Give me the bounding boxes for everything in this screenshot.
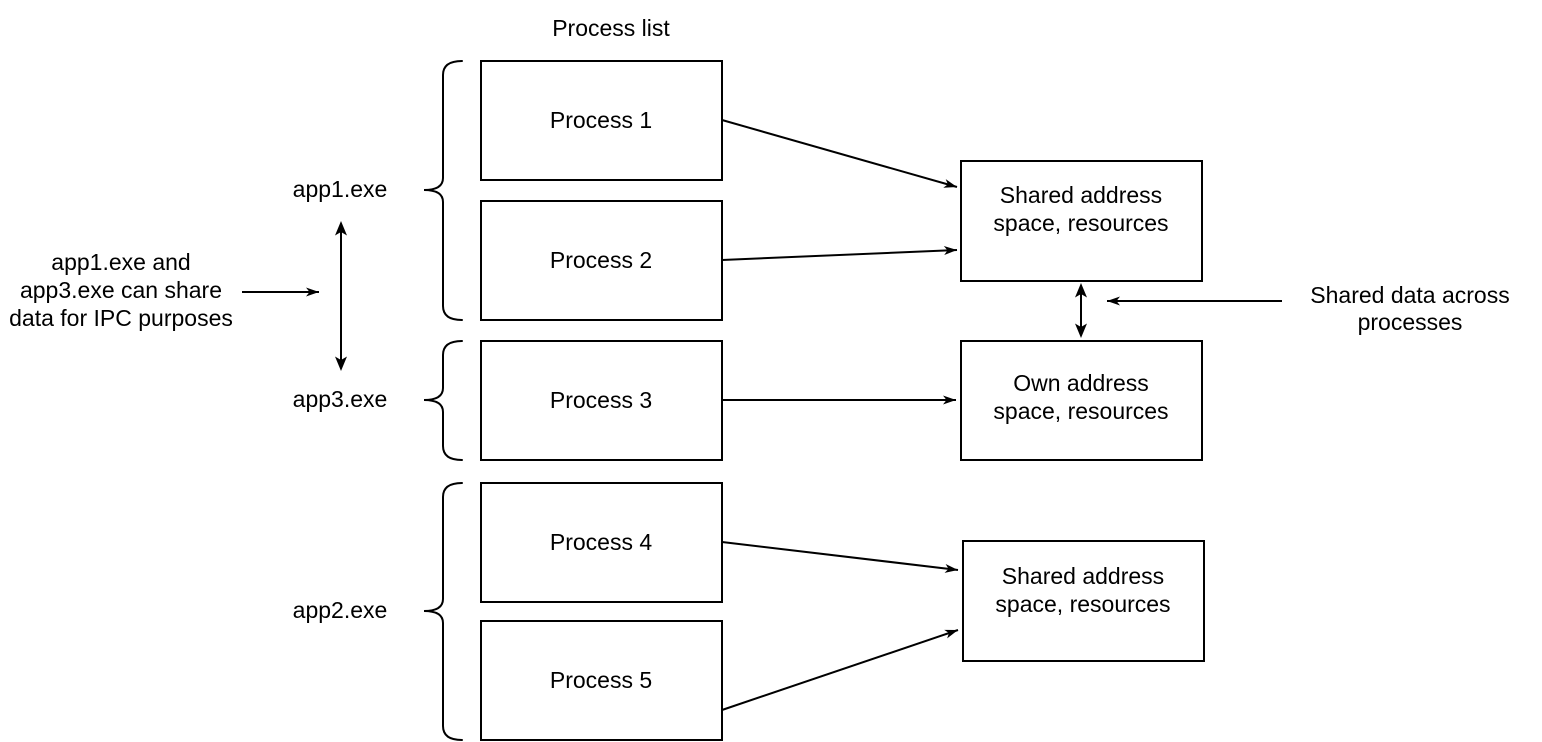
process-3-rect bbox=[480, 340, 723, 461]
process-box-4: Process 4 bbox=[480, 482, 723, 603]
shared-address-1-line2: space, resources bbox=[993, 210, 1168, 236]
shared-data-note: Shared data across processes bbox=[1310, 282, 1509, 335]
process-5-label: Process 5 bbox=[550, 667, 652, 693]
process-box-5: Process 5 bbox=[480, 620, 723, 741]
brace-app2 bbox=[423, 482, 463, 741]
own-address-rect bbox=[960, 340, 1203, 461]
process-box-3: Process 3 bbox=[480, 340, 723, 461]
ipc-note-line1: app1.exe and bbox=[51, 249, 190, 275]
ipc-note-line3: data for IPC purposes bbox=[9, 305, 233, 331]
process-5-rect bbox=[480, 620, 723, 741]
process-1-rect bbox=[480, 60, 723, 181]
process-2-rect bbox=[480, 200, 723, 321]
app1-label: app1.exe bbox=[293, 176, 388, 202]
shared-address-1-rect bbox=[960, 160, 1203, 282]
diagram-title: Process list bbox=[552, 15, 670, 41]
brace-app3 bbox=[423, 340, 463, 461]
own-address-box: Own address space, resources bbox=[960, 340, 1203, 461]
process-box-1: Process 1 bbox=[480, 60, 723, 181]
double-arrow-app1-app3 bbox=[335, 221, 347, 371]
own-address-line1: Own address bbox=[1013, 370, 1149, 396]
app2-label: app2.exe bbox=[293, 597, 388, 623]
process-3-label: Process 3 bbox=[550, 387, 652, 413]
shared-data-note-line2: processes bbox=[1358, 309, 1463, 335]
process-4-rect bbox=[480, 482, 723, 603]
process-box-2: Process 2 bbox=[480, 200, 723, 321]
shared-address-2-line2: space, resources bbox=[995, 591, 1170, 617]
app3-label: app3.exe bbox=[293, 386, 388, 412]
own-address-line2: space, resources bbox=[993, 398, 1168, 424]
arrow-process1-to-shared1 bbox=[721, 119, 958, 188]
double-arrow-shared1-own bbox=[1075, 283, 1087, 338]
arrow-process4-to-shared2 bbox=[721, 541, 959, 573]
process-2-label: Process 2 bbox=[550, 247, 652, 273]
arrowhead-down-icon bbox=[335, 356, 347, 371]
process-1-label: Process 1 bbox=[550, 107, 652, 133]
arrow-process5-to-shared2 bbox=[721, 629, 959, 711]
ipc-note: app1.exe and app3.exe can share data for… bbox=[9, 249, 233, 331]
shared-address-1-line1: Shared address bbox=[1000, 182, 1162, 208]
shared-address-box-2: Shared address space, resources bbox=[962, 540, 1205, 662]
shared-address-2-rect bbox=[962, 540, 1205, 662]
ipc-note-line2: app3.exe can share bbox=[20, 277, 222, 303]
shared-address-2-line1: Shared address bbox=[1002, 563, 1164, 589]
shared-address-box-1: Shared address space, resources bbox=[960, 160, 1203, 282]
arrowhead-up-icon bbox=[335, 221, 347, 236]
arrowhead-up-icon bbox=[1075, 283, 1087, 298]
shared-data-note-line1: Shared data across bbox=[1310, 282, 1509, 308]
brace-app1 bbox=[423, 60, 463, 321]
arrow-process2-to-shared1 bbox=[721, 246, 958, 261]
arrowhead-down-icon bbox=[1075, 323, 1087, 338]
process-4-label: Process 4 bbox=[550, 529, 652, 555]
